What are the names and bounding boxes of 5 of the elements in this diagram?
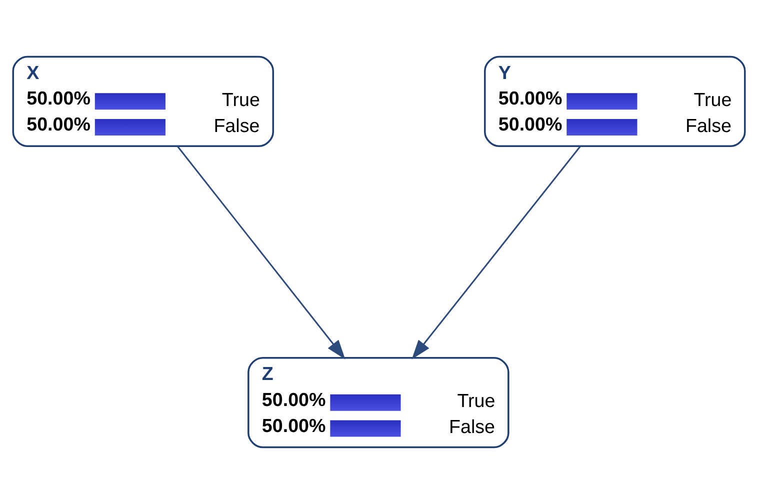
node-box: Y 50.00% True 50.00% False bbox=[484, 56, 746, 147]
node-box: Z 50.00% True 50.00% False bbox=[248, 357, 510, 448]
node-box: X 50.00% True 50.00% False bbox=[12, 56, 274, 147]
arrow bbox=[412, 146, 581, 360]
arrow bbox=[176, 146, 346, 360]
